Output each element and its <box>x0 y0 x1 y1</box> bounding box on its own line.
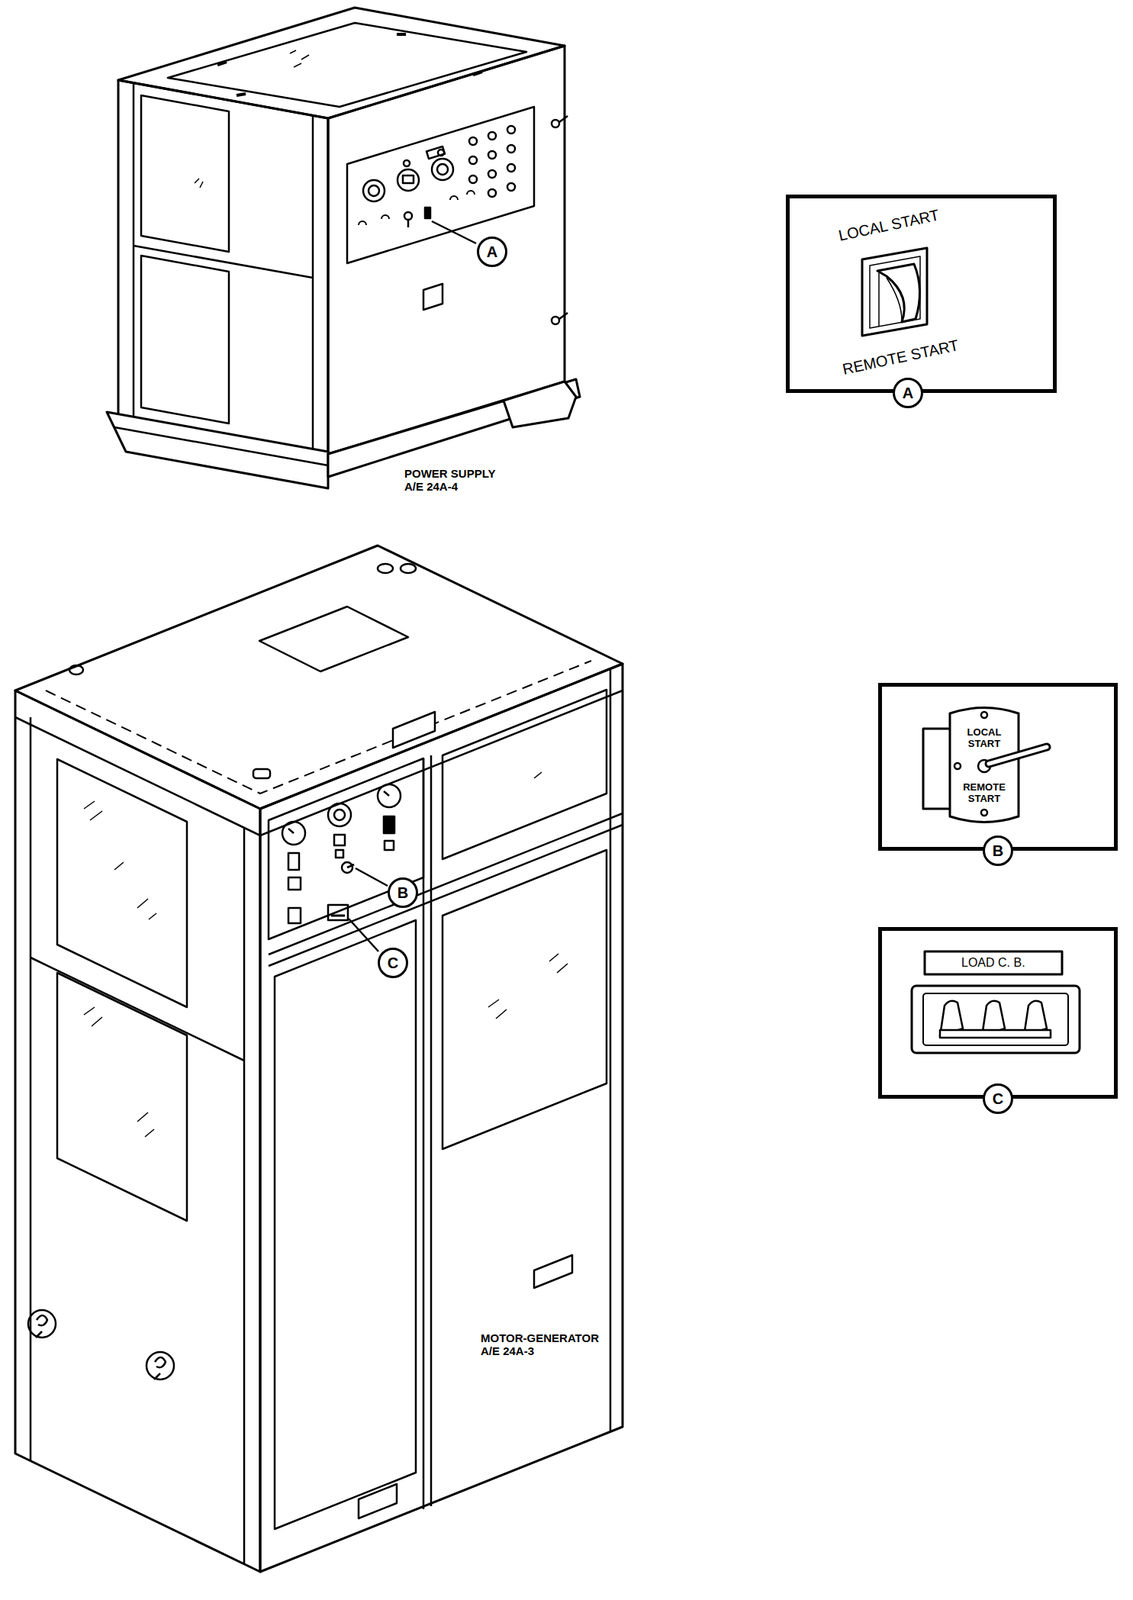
switch-position-label: REMOTE START <box>959 782 1009 805</box>
detail-inset-frame: LOCAL STARTREMOTE STARTA <box>785 194 1057 393</box>
callout-letter: B <box>387 877 419 908</box>
motor-generator-drawing <box>15 545 623 1572</box>
detail-inset-frame: LOCAL STARTREMOTE STARTB <box>878 682 1118 851</box>
callout-letter: A <box>476 236 508 268</box>
detail-letter: A <box>892 377 924 409</box>
switch-position-label: LOCAL START <box>836 206 941 245</box>
detail-letter: C <box>982 1083 1014 1114</box>
switch-position-label: REMOTE START <box>840 336 960 379</box>
equipment-caption: MOTOR-GENERATOR A/E 24A-3 <box>480 1331 599 1359</box>
detail-inset-frame: LOAD C. B.C <box>878 927 1118 1099</box>
inset-b-toggle <box>923 708 1047 823</box>
inset-a-switch <box>862 247 927 336</box>
detail-letter: B <box>982 835 1014 866</box>
power-supply-drawing <box>106 7 580 489</box>
callout-letter: C <box>377 947 409 979</box>
inset-c-breaker <box>911 951 1080 1053</box>
equipment-caption: POWER SUPPLY A/E 24A-4 <box>404 466 500 494</box>
breaker-tag-label: LOAD C. B. <box>961 955 1026 970</box>
switch-position-label: LOCAL START <box>959 727 1009 750</box>
